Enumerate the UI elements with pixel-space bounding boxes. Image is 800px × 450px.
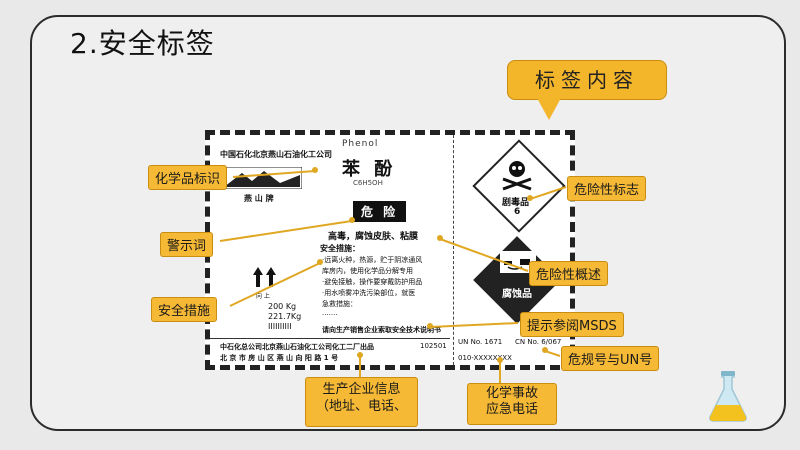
cn-number: CN No. 6/067: [515, 338, 562, 346]
connector-dot: [542, 347, 548, 353]
msds-reference-line: 请向生产销售企业索取安全技术说明书: [322, 326, 441, 334]
company-name-bottom: 中石化总公司北京燕山石油化工公司化工二厂出品: [220, 343, 374, 351]
connector-dot: [349, 217, 355, 223]
safety-line: 库房内，使用化学品分解专用: [322, 267, 413, 275]
label-chemical-identity: 化学品标识: [148, 165, 228, 190]
hazard-statement: 高毒，腐蚀皮肤、粘膜: [328, 232, 419, 242]
connector-dot: [527, 195, 533, 201]
company-address: 北 京 市 房 山 区 燕 山 向 阳 路 1 号: [220, 354, 339, 362]
connector-line: [499, 361, 501, 384]
connector-dot: [427, 323, 433, 329]
manufacturer-info-line: （地址、电话、: [315, 399, 407, 414]
connector-dot: [312, 167, 318, 173]
flask-icon: [709, 371, 747, 422]
safety-label-document: 中国石化北京燕山石油化工公司 燕 山 牌 Phenol 苯 酚 C6H5OH 危…: [205, 130, 575, 370]
manufacturer-info-line: 生产企业信息: [322, 382, 401, 397]
gross-weight-value: 221.7Kg: [268, 312, 302, 321]
skull-crossbones-icon: [502, 161, 532, 191]
up-mark-label: 向 上: [256, 293, 270, 300]
label-msds-hint: 提示参阅MSDS: [520, 312, 624, 337]
connector-dot: [317, 259, 323, 265]
label-divider: [453, 135, 454, 365]
callout-pointer: [537, 98, 561, 120]
safety-line: ·远离火种，热源，贮于阴凉通风: [322, 256, 423, 264]
connector-line: [359, 356, 361, 378]
label-hazard-overview: 危险性概述: [529, 261, 609, 286]
company-name-top: 中国石化北京燕山石油化工公司: [220, 150, 332, 159]
label-safety-measures: 安全措施: [151, 297, 218, 322]
label-hazard-symbol: 危险性标志: [567, 176, 647, 201]
un-number: UN No. 1671: [458, 338, 503, 346]
connector-dot: [357, 352, 363, 358]
label-warning-word: 警示词: [160, 232, 214, 257]
chemical-english-name: Phenol: [342, 139, 379, 149]
emergency-phone-line: 应急电话: [485, 402, 538, 417]
batch-value: IIIIIIIIII: [268, 322, 292, 331]
safety-line: 急救措施：: [322, 300, 357, 308]
label-emergency-phone: 化学事故 应急电话: [467, 383, 557, 425]
label-content-callout: 标签内容: [507, 60, 667, 100]
toxic-sign-class: 6: [514, 207, 521, 217]
postcode: 102501: [420, 342, 447, 350]
mountain-logo: [222, 167, 302, 189]
connector-dot: [437, 235, 443, 241]
bottom-rule: [210, 338, 450, 339]
label-manufacturer-info: 生产企业信息 （地址、电话、: [305, 377, 418, 427]
chemical-chinese-name: 苯 酚: [342, 159, 397, 180]
toxic-sign-text: 剧毒品: [502, 198, 530, 208]
page-title: 2.安全标签: [70, 27, 215, 60]
up-arrows-icon: [253, 267, 276, 287]
safety-line: ·避免接触，操作要穿戴防护用品: [322, 278, 423, 286]
emergency-phone-line: 化学事故: [485, 386, 538, 401]
safety-line: ·······: [322, 311, 338, 319]
chemical-formula: C6H5OH: [353, 179, 383, 187]
connector-dot: [497, 357, 503, 363]
corrosive-sign-text: 腐蚀品: [502, 289, 532, 300]
label-hazard-un-number: 危规号与UN号: [561, 346, 660, 371]
safety-line: ·用水喷雾冲洗污染部位，就医: [322, 289, 416, 297]
brand-name: 燕 山 牌: [244, 194, 274, 203]
danger-signal-word: 危 险: [353, 201, 407, 222]
safety-measures-title: 安全措施：: [320, 244, 360, 253]
net-weight-value: 200 Kg: [268, 302, 297, 311]
emergency-phone-value: 010-XXXXXXXX: [458, 354, 512, 362]
safety-measures-list: ·远离火种，热源，贮于阴凉通风 库房内，使用化学品分解专用 ·避免接触，操作要穿…: [322, 255, 422, 321]
